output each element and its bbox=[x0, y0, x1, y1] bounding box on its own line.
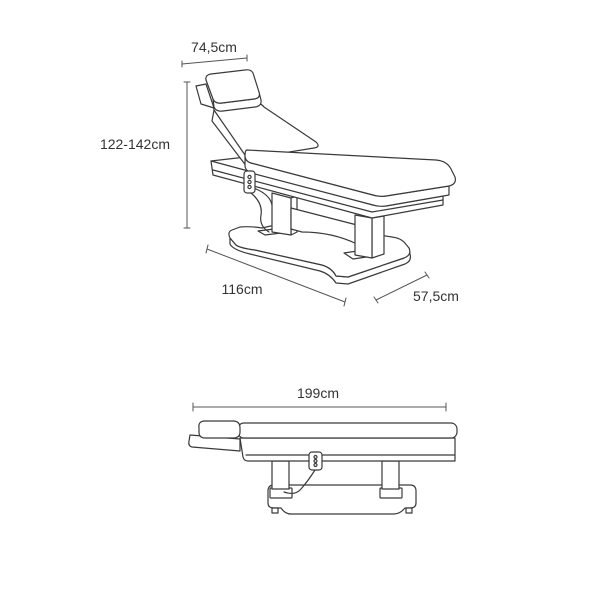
dimension-width-line bbox=[375, 274, 428, 301]
remote-cord bbox=[250, 192, 270, 233]
remote-cord-secondary bbox=[255, 188, 273, 206]
dimension-height-label: 122-142cm bbox=[100, 136, 170, 152]
dimension-width-label: 57,5cm bbox=[413, 288, 459, 304]
side-column-left bbox=[271, 460, 290, 490]
dimension-length-label: 116cm bbox=[222, 281, 263, 297]
column-back-front bbox=[271, 192, 292, 236]
remote-button-3 bbox=[247, 184, 252, 190]
dimension-length-tick-left bbox=[205, 244, 209, 254]
dimension-top-label: 74,5cm bbox=[191, 39, 237, 55]
side-base-pad-left bbox=[271, 507, 279, 514]
remote-button-1 bbox=[247, 174, 252, 180]
dimension-width-tick-right bbox=[424, 271, 430, 279]
dimension-top-line bbox=[181, 57, 248, 65]
side-remote-cord bbox=[283, 469, 316, 495]
dimension-width-tick-left bbox=[373, 296, 379, 304]
side-remote-button-1 bbox=[313, 454, 318, 460]
side-headrest-bracket bbox=[188, 434, 241, 452]
side-view: 199cm bbox=[188, 385, 458, 515]
table-isometric-drawing bbox=[195, 69, 456, 285]
dimension-length: 116cm bbox=[205, 244, 347, 307]
dimension-total-length-label: 199cm bbox=[297, 385, 339, 401]
side-column-right bbox=[381, 460, 400, 490]
frame-lower-edge bbox=[212, 169, 444, 213]
column-front-side bbox=[371, 215, 385, 259]
remote-button-2 bbox=[247, 179, 252, 185]
side-remote-button-2 bbox=[313, 458, 318, 464]
isometric-view: 74,5cm 122-142cm 116cm 57,5cm bbox=[100, 39, 459, 307]
side-frame bbox=[239, 437, 456, 462]
column-front-front bbox=[354, 214, 373, 259]
dimension-length-line bbox=[206, 248, 346, 303]
side-main-cushion bbox=[237, 422, 458, 439]
side-headrest-pillow bbox=[198, 420, 241, 439]
headrest-pillow-top bbox=[205, 69, 261, 104]
dimension-height: 122-142cm bbox=[100, 81, 191, 229]
dimension-top: 74,5cm bbox=[181, 39, 248, 68]
side-remote-button-3 bbox=[313, 462, 318, 468]
table-side-drawing bbox=[188, 420, 458, 515]
backrest-top bbox=[213, 102, 319, 159]
side-base-pad-right bbox=[405, 507, 413, 514]
dimension-width: 57,5cm bbox=[373, 271, 459, 304]
main-cushion-top bbox=[244, 149, 456, 197]
dimension-total-length: 199cm bbox=[192, 385, 447, 412]
dimension-length-tick-right bbox=[343, 297, 347, 307]
